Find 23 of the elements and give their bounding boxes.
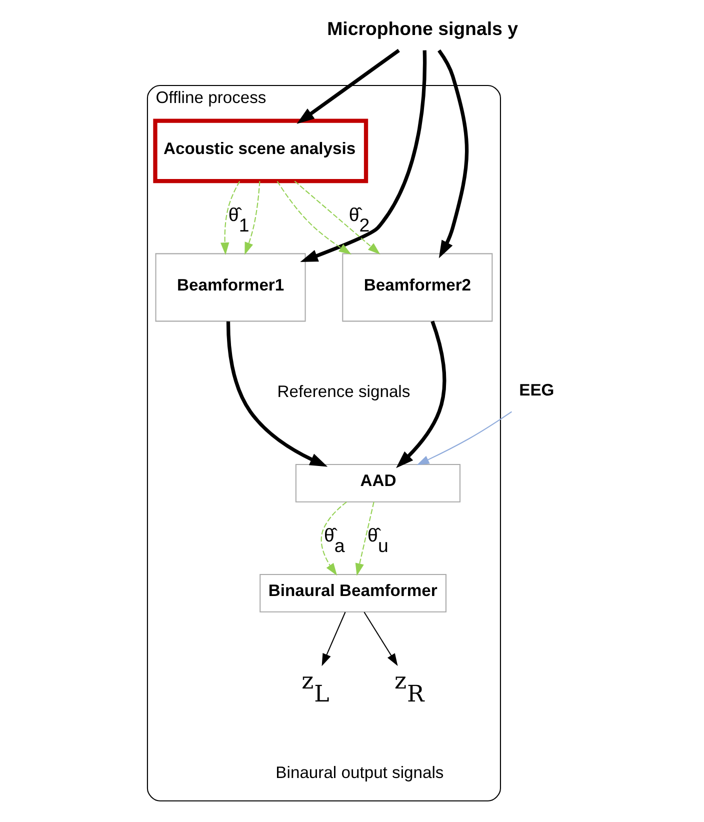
node-box: AAD	[295, 464, 460, 502]
arrow	[296, 48, 400, 124]
node-box: Beamformer2	[342, 253, 493, 322]
arrow	[300, 50, 427, 262]
node-box: Beamformer1	[155, 253, 306, 322]
arrow	[294, 180, 380, 255]
arrow	[320, 502, 347, 576]
node-box: Binaural Beamformer	[260, 574, 446, 612]
arrow	[322, 612, 346, 666]
node-text: Microphone signals y	[327, 18, 518, 40]
arrow	[220, 180, 240, 256]
arrow	[364, 612, 398, 666]
arrow	[276, 180, 352, 254]
arrow	[396, 320, 446, 468]
arrow	[226, 321, 328, 467]
node-box: Acoustic scene analysis	[153, 118, 368, 184]
label: Reference signals	[277, 382, 410, 401]
arrow	[244, 181, 260, 255]
arrow	[438, 49, 469, 258]
arrow	[416, 411, 512, 466]
arrow	[355, 502, 374, 576]
node-text: EEG	[519, 380, 554, 400]
label: Binaural output signals	[276, 762, 444, 782]
